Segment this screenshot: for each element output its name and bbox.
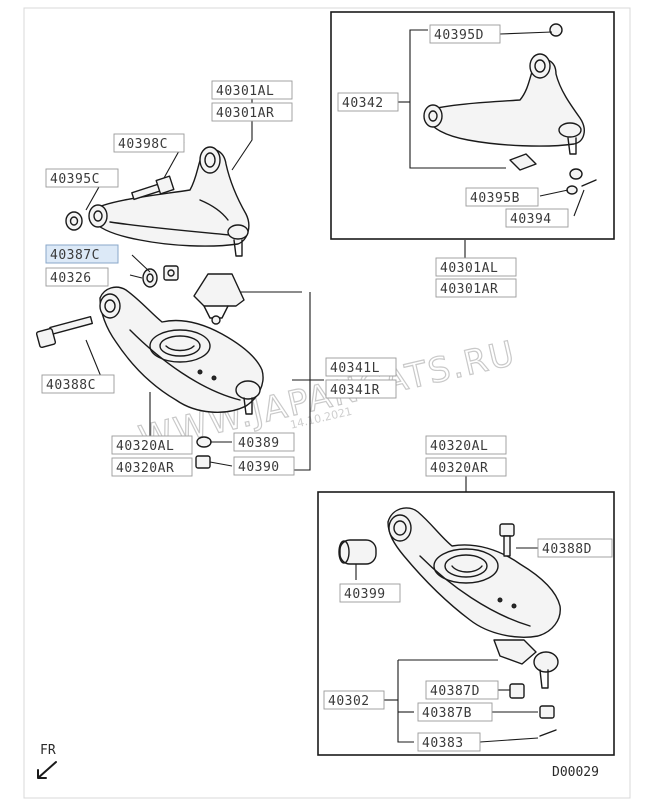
leader-lines [85,29,585,743]
svg-text:40387D: 40387D [430,684,480,699]
bolt-40388c [35,315,94,349]
svg-text:40394: 40394 [510,212,552,227]
bolt-40388d [499,523,515,557]
svg-text:40320AR: 40320AR [430,461,488,476]
svg-text:40395C: 40395C [50,172,100,187]
svg-text:40320AR: 40320AR [116,461,174,476]
label-40395c[interactable]: 40395C [45,168,119,188]
nut-40387c [163,265,179,281]
svg-text:40320AL: 40320AL [430,439,488,454]
lower-arm-drawing [99,286,264,415]
svg-text:40326: 40326 [50,271,92,286]
svg-text:40387B: 40387B [422,706,472,721]
inset-lower-arm-drawing [387,507,561,638]
svg-text:40301AL: 40301AL [216,84,274,99]
bolt-40398c [131,175,175,201]
svg-text:40341L: 40341L [330,361,380,376]
label-40388d[interactable]: 40388D [537,538,613,558]
svg-text:40342: 40342 [342,96,384,111]
nut-40387d [509,683,525,699]
svg-text:40395D: 40395D [434,28,484,43]
upper-arm-drawing [88,146,250,257]
upper-arm-inset-frame [330,11,615,240]
label-40326[interactable]: 40326 [45,267,109,287]
label-40301al-top[interactable]: 40301AL [211,80,293,100]
washer-40326 [142,268,158,288]
label-40383[interactable]: 40383 [417,732,481,752]
label-40395b[interactable]: 40395B [465,187,539,207]
page-border [23,7,631,799]
label-40301ar-inset[interactable]: 40301AR [435,278,517,298]
label-40341r[interactable]: 40341R [325,379,397,399]
label-40388c[interactable]: 40388C [41,374,115,394]
label-40320ar-left[interactable]: 40320AR [111,457,193,477]
svg-text:40395B: 40395B [470,191,520,206]
inset-upper-arm-drawing [423,23,585,171]
label-40394[interactable]: 40394 [505,208,569,228]
svg-text:40399: 40399 [344,587,386,602]
label-40395d[interactable]: 40395D [429,24,501,44]
diagram-code: D00029 [552,765,599,780]
svg-text:40389: 40389 [238,436,280,451]
svg-text:40301AR: 40301AR [216,106,274,121]
label-40389[interactable]: 40389 [233,432,295,452]
svg-text:40301AR: 40301AR [440,282,498,297]
label-40387c[interactable]: 40387C [45,244,119,264]
svg-text:40341R: 40341R [330,383,380,398]
svg-text:40320AL: 40320AL [116,439,174,454]
label-40320al-inset[interactable]: 40320AL [425,435,507,455]
cotter-pin-40383 [539,729,557,737]
label-40301ar-top[interactable]: 40301AR [211,102,293,122]
svg-text:40383: 40383 [422,736,464,751]
bushing-40399 [338,539,377,565]
label-40320al-left[interactable]: 40320AL [111,435,193,455]
label-40390[interactable]: 40390 [233,456,295,476]
svg-text:40388C: 40388C [46,378,96,393]
cotter-pin-40394 [581,179,597,187]
label-40387b[interactable]: 40387B [417,702,493,722]
svg-text:40398C: 40398C [118,137,168,152]
ball-joint-40302 [493,639,559,689]
direction-indicator: FR [37,743,57,779]
front-arrow-icon [37,761,57,779]
part-labels: 40301AL 40301AR 40398C 40395C 40387C 403… [41,24,613,752]
svg-text:40387C: 40387C [50,248,100,263]
label-40320ar-inset[interactable]: 40320AR [425,457,507,477]
label-40302[interactable]: 40302 [323,690,385,710]
svg-text:40302: 40302 [328,694,370,709]
svg-text:40301AL: 40301AL [440,261,498,276]
svg-text:40390: 40390 [238,460,280,475]
label-40398c[interactable]: 40398C [113,133,185,153]
label-40342[interactable]: 40342 [337,92,399,112]
nut-40395b [566,168,583,195]
direction-label: FR [40,743,56,758]
nut-40389 [196,436,212,448]
nut-40387b [539,705,555,719]
nut-40390 [195,455,211,469]
label-40341l[interactable]: 40341L [325,357,397,377]
svg-text:40388D: 40388D [542,542,592,557]
bracket-40341 [193,273,245,325]
label-40399[interactable]: 40399 [339,583,401,603]
label-40387d[interactable]: 40387D [425,680,499,700]
nut-40395c [65,211,83,231]
label-40301al-inset[interactable]: 40301AL [435,257,517,277]
